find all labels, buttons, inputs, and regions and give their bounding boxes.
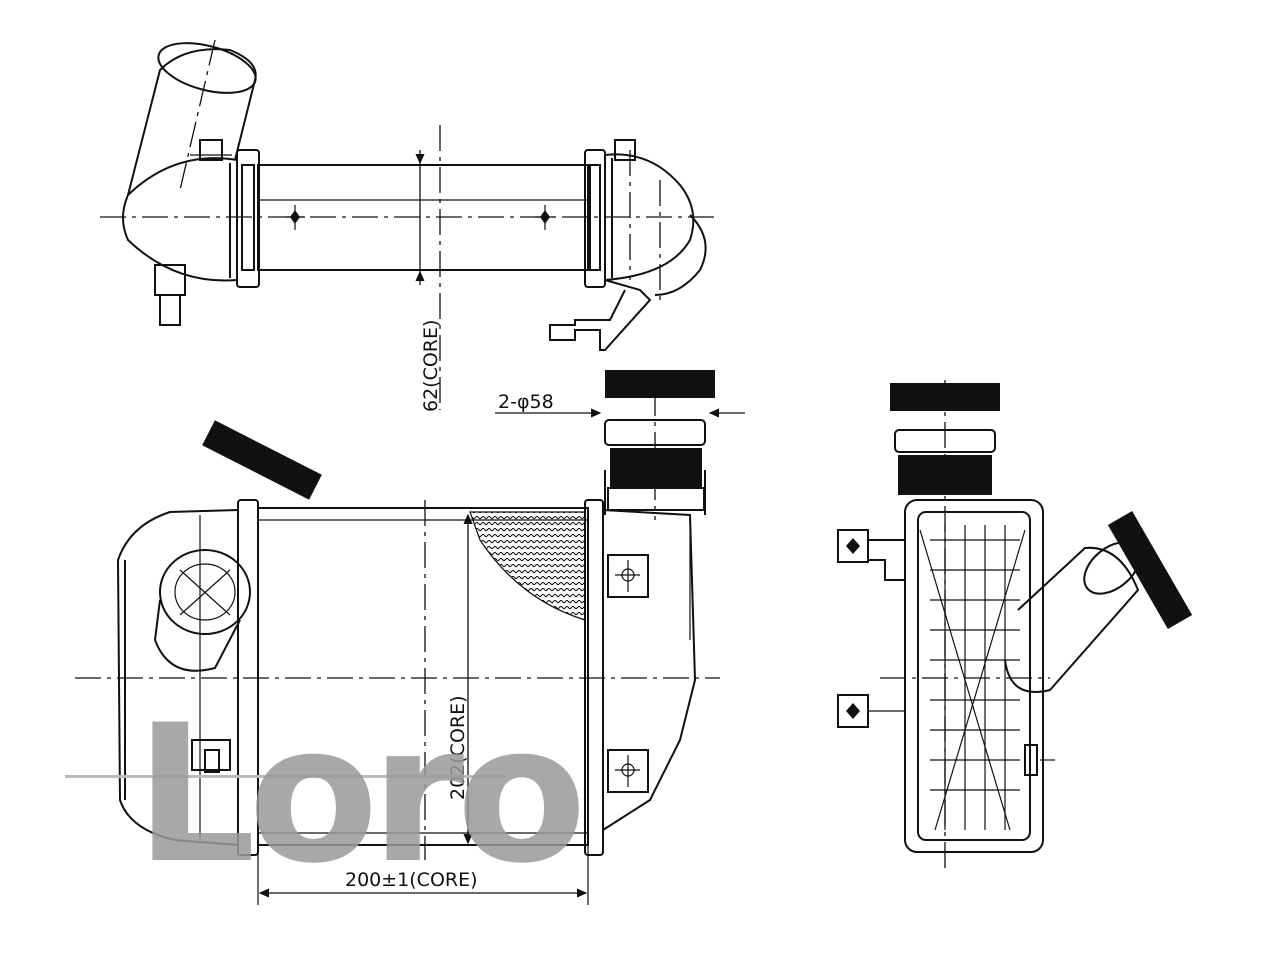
side-bracket-upper <box>837 529 906 581</box>
right-bracket-upper <box>607 554 649 598</box>
watermark-text: Loro <box>135 684 579 905</box>
side-bracket-lower <box>837 694 905 728</box>
front-view: 2-φ58 202(CORE) 200±1(CORE) <box>75 370 745 905</box>
angled-cap-mark <box>1107 511 1193 629</box>
dim-top-core-depth: 62(CORE) <box>420 320 442 412</box>
hole-symbol-left <box>285 205 305 230</box>
dim-core-height: 202(CORE) <box>447 695 469 800</box>
side-cap-mark <box>890 383 1000 411</box>
watermark-logo: Loro <box>65 684 587 905</box>
dim-core-width: 200±1(CORE) <box>345 869 478 891</box>
hose-clamp-front <box>610 448 702 488</box>
top-view: 62(CORE) <box>100 39 715 412</box>
outlet-cap-mark <box>605 370 715 398</box>
inlet-cap-mark <box>202 420 322 500</box>
side-view <box>837 380 1193 870</box>
dim-pipe-diameter: 2-φ58 <box>498 391 554 413</box>
fin-pattern <box>469 511 586 621</box>
right-bracket-lower <box>607 749 649 793</box>
hose-clamp-side <box>898 455 992 495</box>
hole-symbol-right <box>535 205 555 230</box>
